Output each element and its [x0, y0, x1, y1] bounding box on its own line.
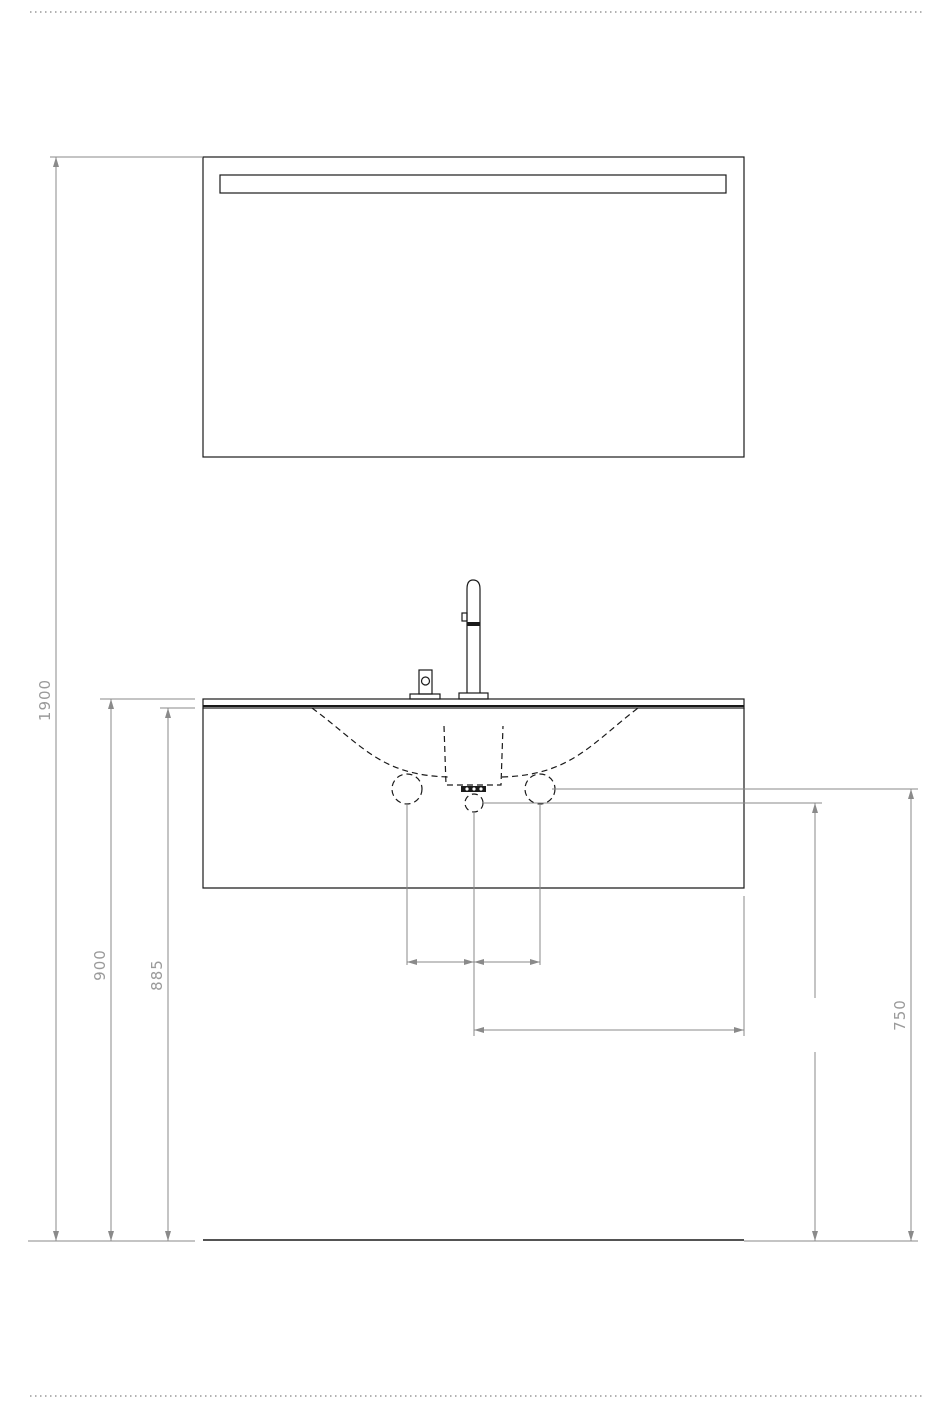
- label-countertop-top: 900: [91, 949, 109, 981]
- arrow-head: [53, 1231, 59, 1241]
- arrow-head: [165, 708, 171, 718]
- arrow-head: [464, 959, 474, 965]
- arrow-head: [474, 1027, 484, 1033]
- basin-left-curve: [312, 708, 448, 777]
- arrow-head: [474, 959, 484, 965]
- basin-drain-body: [444, 726, 503, 785]
- label-countertop-bottom: 885: [148, 959, 166, 991]
- water-inlet-right: [525, 774, 555, 804]
- water-inlet-left: [392, 774, 422, 804]
- faucet: [410, 580, 488, 699]
- arrow-head: [108, 1231, 114, 1241]
- soap-dispenser-button: [422, 677, 430, 685]
- arrow-head: [734, 1027, 744, 1033]
- arrow-head: [812, 803, 818, 813]
- soap-dispenser-base: [410, 694, 440, 699]
- faucet-base: [459, 693, 488, 699]
- arrow-head: [108, 699, 114, 709]
- mirror: [203, 157, 744, 457]
- faucet-lever: [462, 613, 467, 621]
- drain-pipe: [465, 794, 483, 812]
- arrow-head: [407, 959, 417, 965]
- faucet-aerator: [467, 622, 480, 626]
- soap-dispenser-body: [419, 670, 432, 694]
- mirror-frame: [203, 157, 744, 457]
- label-pipe-height: 750: [891, 999, 909, 1031]
- drain-hole: [472, 787, 475, 790]
- basin-right-curve: [502, 708, 638, 777]
- arrow-head: [53, 157, 59, 167]
- arrow-head: [908, 1231, 914, 1241]
- drain-hole: [465, 787, 468, 790]
- drain-hole: [479, 787, 482, 790]
- arrow-head: [165, 1231, 171, 1241]
- label-total-height: 1900: [36, 679, 54, 721]
- mirror-light-bar: [220, 175, 726, 193]
- faucet-spout: [467, 580, 480, 693]
- arrow-head: [812, 1231, 818, 1241]
- arrow-head: [530, 959, 540, 965]
- arrow-head: [908, 789, 914, 799]
